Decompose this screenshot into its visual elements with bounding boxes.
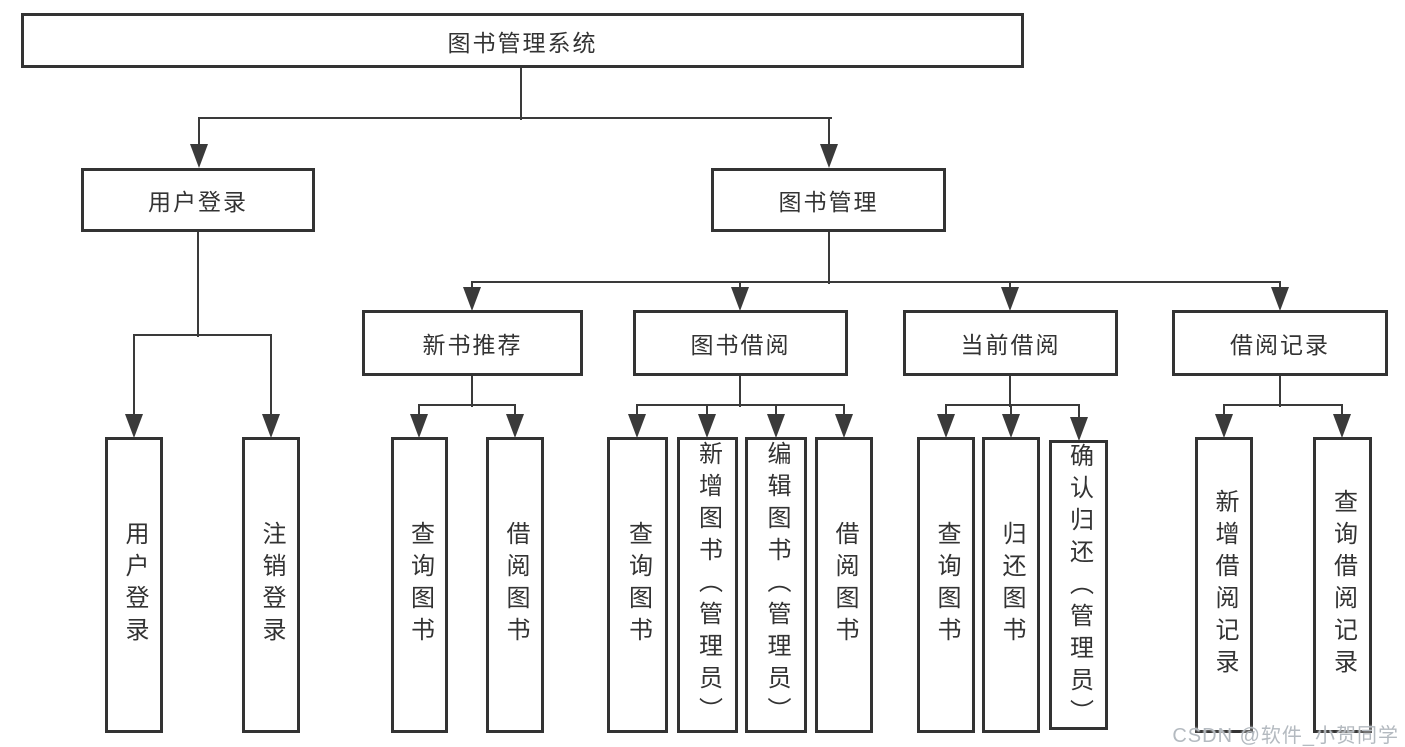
leaf-logout-label: 注销登录 [258,521,285,649]
leaf-add-borrow-record-label: 新增借阅记录 [1211,489,1238,681]
connector-vline [828,232,830,284]
leaf-query-borrow-record-label: 查询借阅记录 [1329,489,1357,681]
arrowhead-down-icon [506,414,524,438]
leaf-add-book-admin: 新增图书（管理员） [677,437,738,733]
arrowhead-down-icon [463,287,481,311]
connector-hline [418,404,516,406]
node-current-borrowing-label: 当前借阅 [960,332,1061,358]
leaf-edit-book-admin-label: 编辑图书（管理员） [763,441,790,729]
leaf-query-books-current: 查询图书 [917,437,975,733]
arrowhead-down-icon [1001,287,1019,311]
leaf-logout: 注销登录 [242,437,300,733]
node-book-management: 图书管理 [711,168,946,232]
leaf-user-login: 用户登录 [105,437,163,733]
leaf-query-books-recommend-label: 查询图书 [406,521,434,649]
leaf-add-borrow-record: 新增借阅记录 [1195,437,1253,733]
node-user-login: 用户登录 [81,168,315,232]
leaf-query-books-recommend: 查询图书 [391,437,448,733]
connector-vline [1078,405,1080,425]
arrowhead-down-icon [698,414,716,438]
node-borrowing-records-label: 借阅记录 [1230,332,1330,358]
connector-vline [133,335,135,417]
leaf-return-book: 归还图书 [982,437,1040,733]
leaf-edit-book-admin: 编辑图书（管理员） [745,437,807,733]
leaf-query-books-borrow-label: 查询图书 [624,521,652,649]
arrowhead-down-icon [937,414,955,438]
connector-hline [1223,404,1343,406]
node-current-borrowing: 当前借阅 [903,310,1118,376]
leaf-add-book-admin-label: 新增图书（管理员） [694,441,722,729]
leaf-confirm-return-admin-label: 确认归还（管理员） [1065,443,1093,731]
connector-hline [198,117,832,119]
connector-hline [636,404,845,406]
node-new-book-recommend-label: 新书推荐 [422,332,523,358]
connector-vline [739,376,741,407]
connector-vline [828,118,830,158]
leaf-borrow-books-borrow: 借阅图书 [815,437,873,733]
leaf-return-book-label: 归还图书 [998,521,1025,649]
connector-vline [1279,376,1281,407]
leaf-query-borrow-record: 查询借阅记录 [1313,437,1372,733]
leaf-confirm-return-admin: 确认归还（管理员） [1049,440,1108,731]
connector-vline [198,118,200,158]
arrowhead-down-icon [410,414,428,438]
leaf-borrow-books-borrow-label: 借阅图书 [831,521,858,649]
connector-vline [471,376,473,407]
arrowhead-down-icon [190,144,208,168]
node-book-borrowing: 图书借阅 [633,310,848,376]
arrowhead-down-icon [767,414,785,438]
watermark: CSDN @软件_小贺同学 [1172,725,1399,747]
arrowhead-down-icon [1002,414,1020,438]
connector-hline [471,281,1281,283]
arrowhead-down-icon [820,144,838,168]
connector-hline [133,334,272,336]
connector-vline [197,232,199,337]
node-book-management-label: 图书管理 [778,189,879,215]
connector-vline [520,68,522,120]
arrowhead-down-icon [628,414,646,438]
node-borrowing-records: 借阅记录 [1172,310,1388,376]
leaf-user-login-label: 用户登录 [121,521,148,649]
arrowhead-down-icon [731,287,749,311]
leaf-borrow-books-recommend: 借阅图书 [486,437,544,733]
node-new-book-recommend: 新书推荐 [362,310,583,376]
leaf-query-books-borrow: 查询图书 [607,437,668,733]
node-library-management-system-label: 图书管理系统 [447,29,598,56]
leaf-query-books-current-label: 查询图书 [933,521,960,649]
arrowhead-down-icon [835,414,853,438]
node-library-management-system: 图书管理系统 [21,13,1024,68]
node-user-login-label: 用户登录 [148,189,248,215]
connector-vline [1009,376,1011,407]
node-book-borrowing-label: 图书借阅 [690,332,791,358]
arrowhead-down-icon [1271,287,1289,311]
arrowhead-down-icon [1070,417,1088,441]
connector-hline [945,404,1080,406]
leaf-borrow-books-recommend-label: 借阅图书 [502,521,529,649]
arrowhead-down-icon [262,414,280,438]
arrowhead-down-icon [125,414,143,438]
arrowhead-down-icon [1333,414,1351,438]
arrowhead-down-icon [1215,414,1233,438]
connector-vline [270,335,272,417]
